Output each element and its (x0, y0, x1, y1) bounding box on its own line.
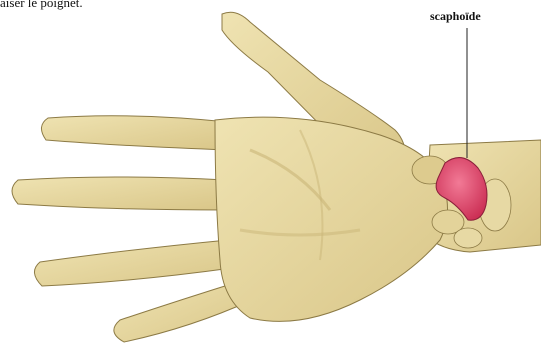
middle-finger (12, 177, 226, 210)
palm (215, 117, 448, 321)
scaphoid-label: scaphoïde (430, 9, 481, 24)
caption-text: aiser le poignet. (0, 0, 83, 11)
index-finger (41, 116, 228, 150)
ring-finger (34, 240, 232, 286)
